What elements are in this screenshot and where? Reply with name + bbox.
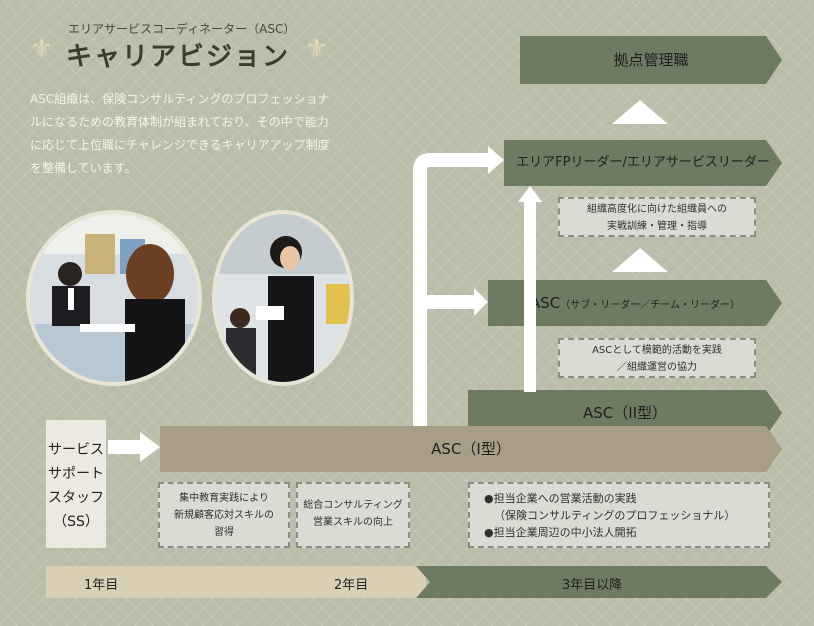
- page-subtitle: エリアサービスコーディネーター（ASC）: [68, 22, 296, 36]
- note-area-leader: 組織高度化に向けた組織員への実戦訓練・管理・指導: [558, 197, 756, 237]
- right-arrow-icon: [108, 432, 160, 462]
- timeline-bar: [46, 566, 782, 598]
- note-sales-activities: ●担当企業への営業活動の実践（保険コンサルティングのプロフェッショナル）●担当企…: [468, 482, 770, 548]
- timeline-year-3-plus: 3年目以降: [562, 578, 623, 593]
- page-title: キャリアビジョン: [66, 42, 291, 72]
- timeline-year-1: 1年目: [84, 578, 119, 593]
- note-asc-sub-leader: ASCとして模範的活動を実践／組織運営の協力: [558, 338, 756, 378]
- intro-paragraph: ASC組織は、保険コンサルティングのプロフェッショナルになるための教育体制が組ま…: [30, 92, 330, 175]
- banner-asc-type1: ASC（I型）: [160, 426, 782, 472]
- photo-interview: [26, 210, 202, 386]
- note-concentrated-training: 集中教育実践により新規顧客応対スキルの習得: [158, 482, 290, 548]
- banner-manager: 拠点管理職: [520, 36, 782, 84]
- up-arrow-icon: [612, 100, 668, 124]
- photo-presentation: [212, 210, 354, 386]
- up-arrow-icon: [612, 248, 668, 272]
- banner-asc-sub-leader: ASC（サブ・リーダー／チーム・リーダー）: [488, 280, 782, 326]
- fleur-de-lis-icon: ⚜: [305, 34, 329, 64]
- stage-service-support-staff: サービスサポートスタッフ（SS）: [46, 420, 106, 548]
- note-consulting-skills: 総合コンサルティング営業スキルの向上: [296, 482, 410, 548]
- timeline-year-2: 2年目: [334, 578, 369, 593]
- fleur-de-lis-icon: ⚜: [30, 34, 54, 64]
- connector-arrows: [413, 146, 542, 430]
- banner-area-leader: エリアFPリーダー/エリアサービスリーダー: [504, 140, 782, 186]
